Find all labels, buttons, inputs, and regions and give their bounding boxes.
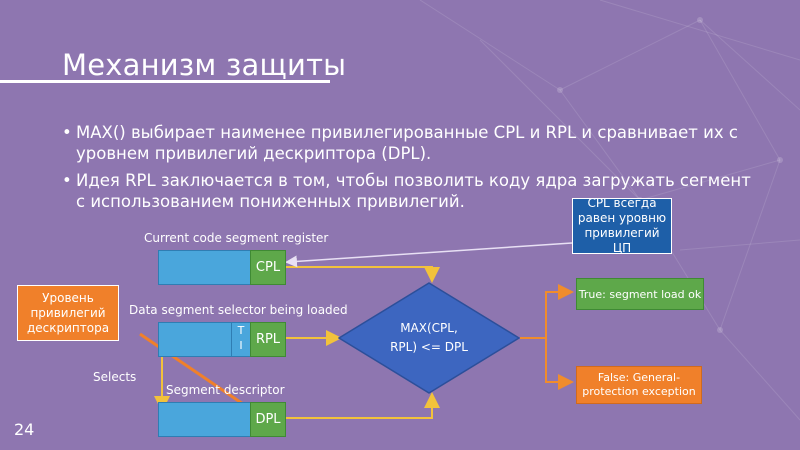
ti-field: T I <box>231 322 251 357</box>
dpl-callout-pointer <box>139 332 247 408</box>
false-outcome-text: False: General-protection exception <box>582 371 696 398</box>
false-branch-arrow <box>545 338 574 390</box>
current-code-register <box>158 250 252 285</box>
bullet-list: MAX() выбирает наименее привилегированны… <box>62 122 762 218</box>
decision-diamond: MAX(CPL, RPL) <= DPL <box>338 282 520 394</box>
dpl-to-decision-arrow <box>285 392 440 419</box>
ti-i: I <box>239 339 243 352</box>
dpl-callout: Уровень привилегий дескриптора <box>17 285 119 341</box>
bullet-item: Идея RPL заключается в том, чтобы позвол… <box>62 170 762 212</box>
cpl-callout: CPL всегда равен уровню привилегий ЦП <box>572 196 672 255</box>
cpl-field: CPL <box>250 250 286 285</box>
current-code-register-label: Current code segment register <box>144 231 329 245</box>
decision-text-line1: MAX(CPL, <box>400 321 458 335</box>
segment-descriptor-label: Segment descriptor <box>166 383 285 397</box>
decision-text-line2: RPL) <= DPL <box>390 340 468 354</box>
bullet-text: MAX() выбирает наименее привилегированны… <box>76 123 738 163</box>
true-branch-arrow <box>520 284 574 339</box>
dpl-field: DPL <box>250 402 286 437</box>
segment-descriptor <box>158 402 252 437</box>
cpl-callout-text: CPL всегда равен уровню привилегий ЦП <box>577 196 667 255</box>
cpl-callout-pointer <box>285 242 573 268</box>
cpl-to-decision-arrow <box>285 266 440 283</box>
selects-label: Selects <box>93 370 137 384</box>
slide-title: Механизм защиты <box>62 48 347 82</box>
rpl-field: RPL <box>250 322 286 357</box>
bullet-item: MAX() выбирает наименее привилегированны… <box>62 122 762 164</box>
title-underline <box>0 80 330 83</box>
ti-t: T <box>237 324 245 337</box>
data-segment-selector <box>158 322 232 357</box>
false-outcome-box: False: General-protection exception <box>576 366 702 404</box>
dpl-callout-text: Уровень привилегий дескриптора <box>26 290 110 335</box>
bullet-text: Идея RPL заключается в том, чтобы позвол… <box>76 171 751 211</box>
true-outcome-box: True: segment load ok <box>576 278 704 310</box>
data-selector-label: Data segment selector being loaded <box>129 303 348 317</box>
slide-number: 24 <box>14 420 35 439</box>
